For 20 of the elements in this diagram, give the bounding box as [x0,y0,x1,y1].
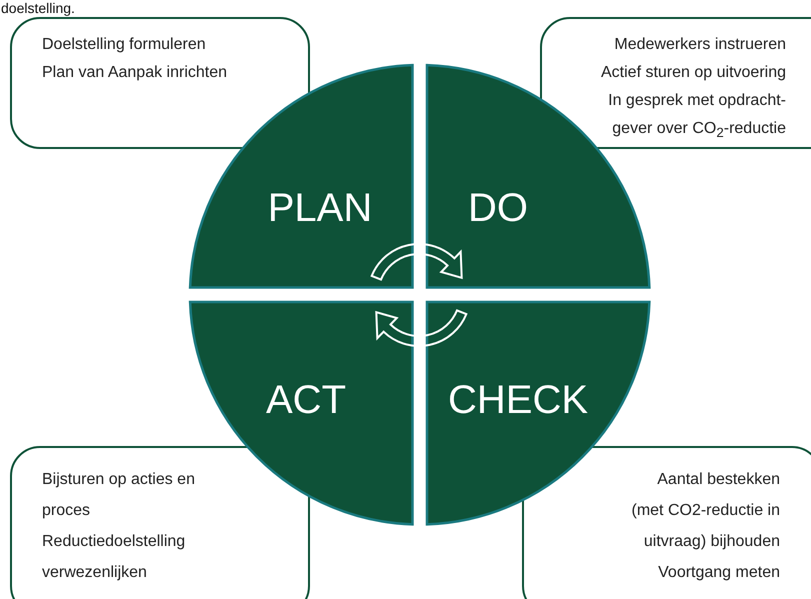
phase-label: ACT [266,377,346,424]
cycle-arrow [370,243,463,281]
phase-label: DO [468,185,528,232]
text-card [522,446,811,599]
action-text: Plan van Aanpak inrichten [42,63,228,83]
action-text: Medewerkers instrueren [613,35,786,55]
text-card [10,446,310,599]
action-text: In gesprek met opdracht-gever over CO$_{2}$-reductie [607,91,786,142]
phase-label: PLAN [268,185,372,232]
action-text: Doelstelling formuleren [42,35,207,55]
action-text: Reductiedoelstelling verwezenlijken [42,532,186,583]
action-text: Voortgang meten [657,563,780,583]
cycle-arrow [375,309,468,347]
action-text: Actief sturen op uitvoering [600,63,786,83]
action-text: Aantal bestekken (met CO2-reductie in uitvraag) bijhouden [630,470,780,552]
text-card [10,17,310,149]
text-fragment: doelstelling. [1,0,75,17]
phase-label: CHECK [448,377,588,424]
text-card [540,17,811,149]
action-text: Bijsturen op acties en proces [42,470,196,521]
